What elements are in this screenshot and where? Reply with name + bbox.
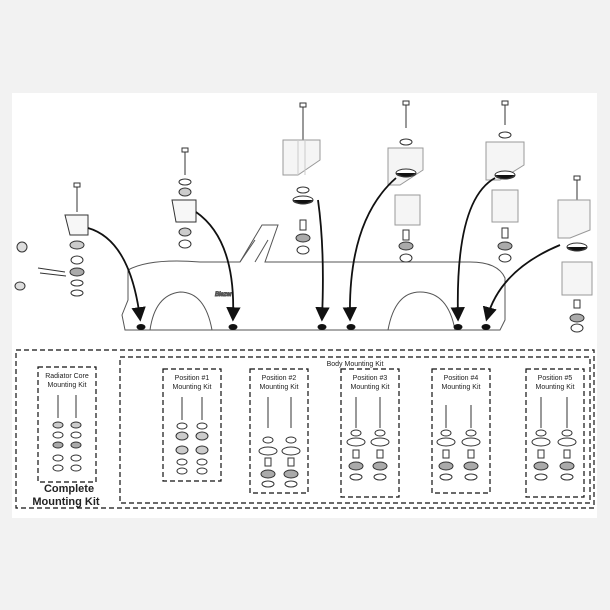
position5-stack	[557, 175, 593, 333]
radiator-stack	[64, 182, 89, 297]
svg-text:Blazer: Blazer	[215, 292, 233, 298]
radiator-kit-title: Radiator Core	[45, 373, 89, 380]
position-kit-1-title: Position #1	[175, 375, 210, 382]
position-kit-1-subtitle: Mounting Kit	[173, 384, 212, 391]
position-kit-3: Position #3 Mounting Kit	[340, 368, 400, 498]
position-kit-1: Position #1 Mounting Kit	[162, 368, 222, 482]
position-kit-3-subtitle: Mounting Kit	[351, 384, 390, 391]
truck-body: Blazer	[121, 224, 506, 331]
radiator-kit-box: Radiator Core Mounting Kit	[37, 366, 97, 483]
position-kit-5-subtitle: Mounting Kit	[536, 384, 575, 391]
body-kit-title: Body Mounting Kit	[327, 361, 384, 368]
position1-stack	[171, 147, 197, 249]
position2-stack	[282, 102, 321, 255]
position-kit-5: Position #5 Mounting Kit	[525, 368, 585, 498]
position-kit-5-title: Position #5	[538, 375, 573, 382]
position-kit-2-subtitle: Mounting Kit	[260, 384, 299, 391]
position4-stack	[485, 100, 525, 263]
position-kit-4: Position #4 Mounting Kit	[431, 368, 491, 494]
position-kit-2: Position #2 Mounting Kit	[249, 368, 309, 494]
position3-stack	[387, 100, 424, 263]
complete-kit-subtitle: Mounting Kit	[32, 496, 100, 508]
loose-bushings	[14, 241, 67, 291]
mount-arrows	[87, 177, 561, 322]
body-kit-border	[119, 356, 591, 504]
position-kit-3-title: Position #3	[353, 375, 388, 382]
mount-points	[136, 324, 491, 330]
radiator-kit-subtitle: Mounting Kit	[48, 382, 87, 389]
position-kit-2-title: Position #2	[262, 375, 297, 382]
position-kit-4-title: Position #4	[444, 375, 479, 382]
complete-kit-border	[15, 349, 595, 509]
position-kit-4-subtitle: Mounting Kit	[442, 384, 481, 391]
complete-kit-title: Complete	[44, 483, 94, 495]
